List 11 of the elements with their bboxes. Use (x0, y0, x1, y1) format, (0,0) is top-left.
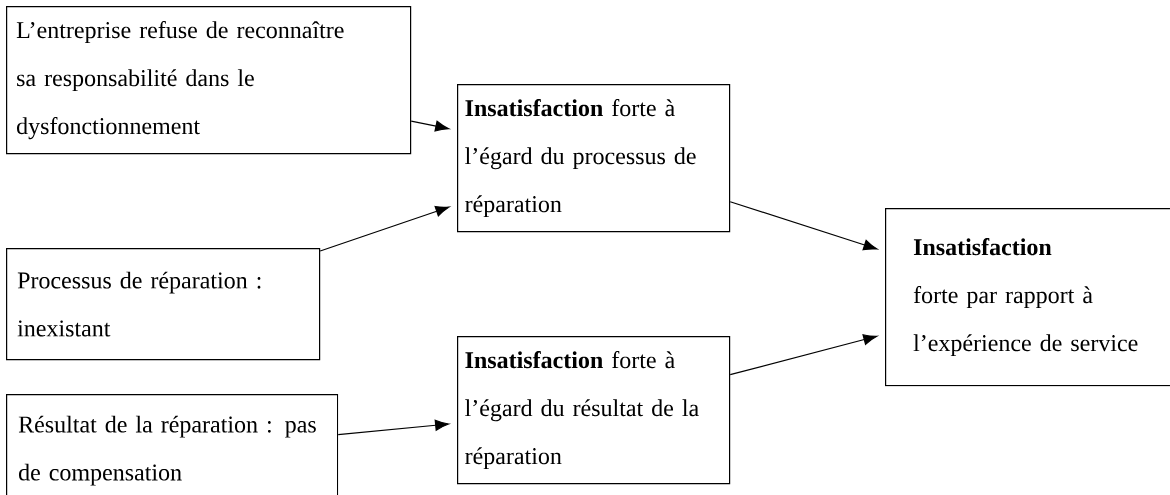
text-box: L’entreprise refuse de reconnaître sa responsabilité dans le dysfonctionnement (6, 6, 412, 155)
arrow (410, 120, 450, 132)
text-box: Insatisfaction forte par rapport à l’expérience de service (885, 208, 1170, 387)
arrow (729, 201, 878, 251)
text-box: Résultat de la réparation : pas de compensation (6, 394, 339, 495)
text-box: Insatisfaction forte à l’égard du résultat de la réparation (457, 336, 731, 485)
arrow (337, 419, 450, 436)
arrow (319, 205, 450, 252)
text-box: Insatisfaction forte à l’égard du processus de réparation (457, 84, 731, 233)
arrow (729, 334, 878, 376)
text-box: Processus de réparation : inexistant (6, 248, 321, 361)
